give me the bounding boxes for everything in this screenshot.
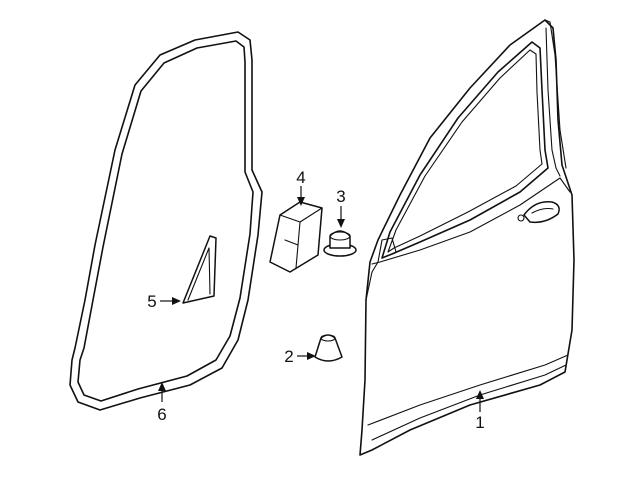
callout-1: 1 [475, 413, 484, 432]
plug-grommet [323, 230, 357, 257]
callout-6: 6 [157, 405, 166, 424]
callout-3: 3 [336, 187, 345, 206]
callout-4: 4 [296, 168, 305, 187]
door-shell [359, 19, 575, 456]
callout-2: 2 [284, 347, 293, 366]
leader-4 [297, 186, 305, 206]
insulator-block [269, 201, 323, 273]
leader-5 [160, 297, 181, 305]
leader-1 [476, 390, 484, 412]
weatherstrip-seal [69, 31, 263, 411]
leader-3 [337, 206, 345, 228]
triangle-trim-piece [182, 235, 217, 304]
leader-2 [297, 352, 316, 360]
callout-5: 5 [147, 292, 156, 311]
leader-6 [158, 382, 166, 402]
door-bumper [314, 334, 343, 362]
